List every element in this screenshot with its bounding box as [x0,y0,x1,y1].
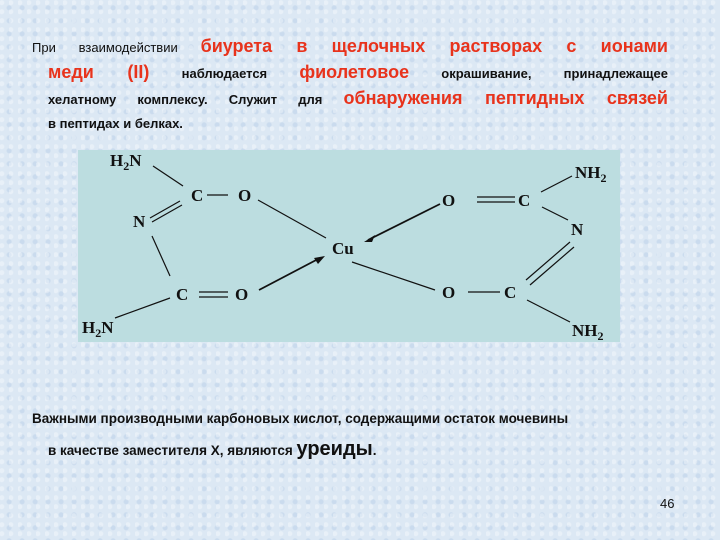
carbon-atom: C [518,191,530,210]
oxygen-atom: O [442,191,455,210]
intro-paragraph: При взаимодействии биурета в щелочных ра… [32,34,668,136]
amine-group-top-left: H2N [110,151,142,173]
oxygen-atom: O [238,186,251,205]
carbon-atom: C [191,186,203,205]
nitrogen-atom: N [133,212,146,231]
amine-group-bottom-left: H2N [82,318,114,340]
highlight-text: фиолетовое [299,62,410,82]
carbon-atom: C [176,285,188,304]
carbon-atom: C [504,283,516,302]
text: При взаимодействии [32,40,178,55]
oxygen-atom: O [442,283,455,302]
copper-atom: Cu [332,239,354,258]
text: окрашивание, принадлежащее [441,66,668,81]
highlight-text: биурета в щелочных растворах с ионами [200,36,668,56]
text: хелатному комплексу. Служит для [48,92,323,107]
text: в качестве заместителя X, являются [48,443,293,458]
highlight-text: меди (II) [48,62,150,82]
text: Важными производными карбоновых кислот, … [32,411,569,426]
highlight-text: уреиды [296,438,373,460]
page-number: 46 [660,496,675,511]
oxygen-atom: O [235,285,248,304]
amine-group-top-right: NH2 [575,163,607,185]
text: наблюдается [181,66,268,81]
copper-biuret-complex-diagram: H2N C O N C O H2N Cu O C NH2 N O C NH2 [78,150,620,343]
ureides-paragraph: Важными производными карбоновых кислот, … [32,404,682,466]
amine-group-bottom-right: NH2 [572,321,604,342]
highlight-text: обнаружения пептидных связей [343,88,668,108]
text: в пептидах и белках. [48,116,183,131]
nitrogen-atom: N [571,220,584,239]
text: . [372,443,377,458]
